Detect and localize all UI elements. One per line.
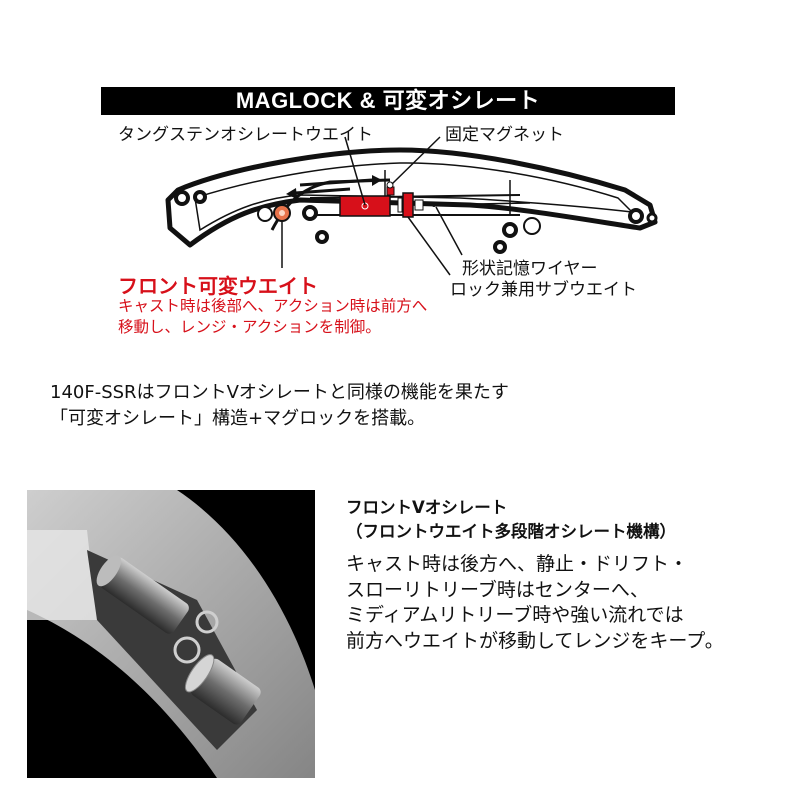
- feature-description: フロントVオシレート （フロントウエイト多段階オシレート機構） キャスト時は後方…: [346, 496, 724, 654]
- lure-diagram: タングステンオシレートウエイト 固定マグネット 形状記憶ワイヤー ロック兼用サブ…: [0, 0, 800, 360]
- feature-body-line: キャスト時は後方へ、静止・ドリフト・: [346, 553, 689, 575]
- front-weight-description: キャスト時は後部へ、アクション時は前方へ 移動し、レンジ・アクションを制御。: [118, 296, 427, 338]
- section-title: MAGLOCK & 可変オシレート: [235, 88, 541, 113]
- intro-line: 「可変オシレート」構造+マグロックを搭載。: [50, 408, 426, 429]
- front-weight-desc-line: キャスト時は後部へ、アクション時は前方へ: [118, 297, 428, 315]
- feature-title-line: フロントVオシレート: [346, 498, 508, 517]
- intro-line: 140F-SSRはフロントVオシレートと同様の機能を果たす: [50, 382, 509, 403]
- label-shape-memory-wire: 形状記憶ワイヤー: [462, 259, 598, 279]
- front-weight-title: フロント可変ウエイト: [118, 274, 318, 298]
- lure-photo-icon: [27, 490, 315, 778]
- lure-closeup-photo: [27, 490, 315, 778]
- feature-body: キャスト時は後方へ、静止・ドリフト・ スローリトリーブ時はセンターへ、 ミディア…: [346, 552, 724, 654]
- label-lock-sub-weight: ロック兼用サブウエイト: [450, 280, 637, 300]
- intro-paragraph: 140F-SSRはフロントVオシレートと同様の機能を果たす 「可変オシレート」構…: [50, 380, 509, 432]
- feature-body-line: ミディアムリトリーブ時や強い流れでは: [346, 604, 684, 626]
- lure-outline-icon: [165, 136, 658, 276]
- feature-title-line: （フロントウエイト多段階オシレート機構）: [346, 522, 676, 541]
- feature-title: フロントVオシレート （フロントウエイト多段階オシレート機構）: [346, 496, 724, 544]
- front-weight-desc-line: 移動し、レンジ・アクションを制御。: [118, 318, 381, 336]
- feature-body-line: スローリトリーブ時はセンターへ、: [346, 578, 649, 601]
- feature-body-line: 前方へウエイトが移動してレンジをキープ。: [346, 629, 724, 652]
- label-tungsten-weight: タングステンオシレートウエイト: [118, 125, 373, 145]
- section-title-bar: MAGLOCK & 可変オシレート: [101, 87, 675, 115]
- label-fixed-magnet: 固定マグネット: [445, 125, 564, 145]
